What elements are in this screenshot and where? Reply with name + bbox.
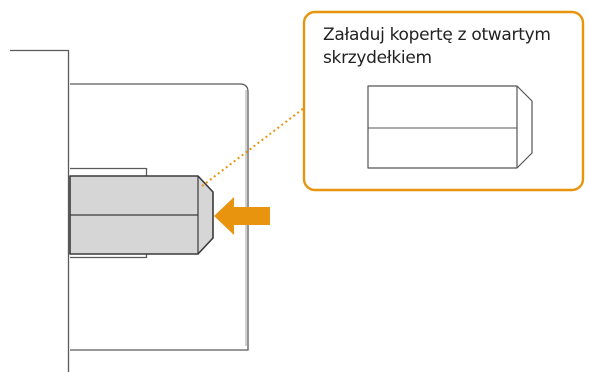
arrow-left-icon	[214, 197, 270, 235]
envelope-in-tray	[69, 175, 214, 255]
callout-instruction: Załaduj kopertę z otwartym skrzydełkiem	[323, 24, 573, 70]
envelope-open-flap	[367, 85, 533, 169]
callout-box	[302, 10, 585, 192]
callout-line-2: skrzydełkiem	[323, 48, 432, 68]
printer-outline	[10, 49, 249, 372]
callout-line-1: Załaduj kopertę z otwartym	[323, 25, 551, 45]
callout-leader-line	[201, 107, 305, 187]
